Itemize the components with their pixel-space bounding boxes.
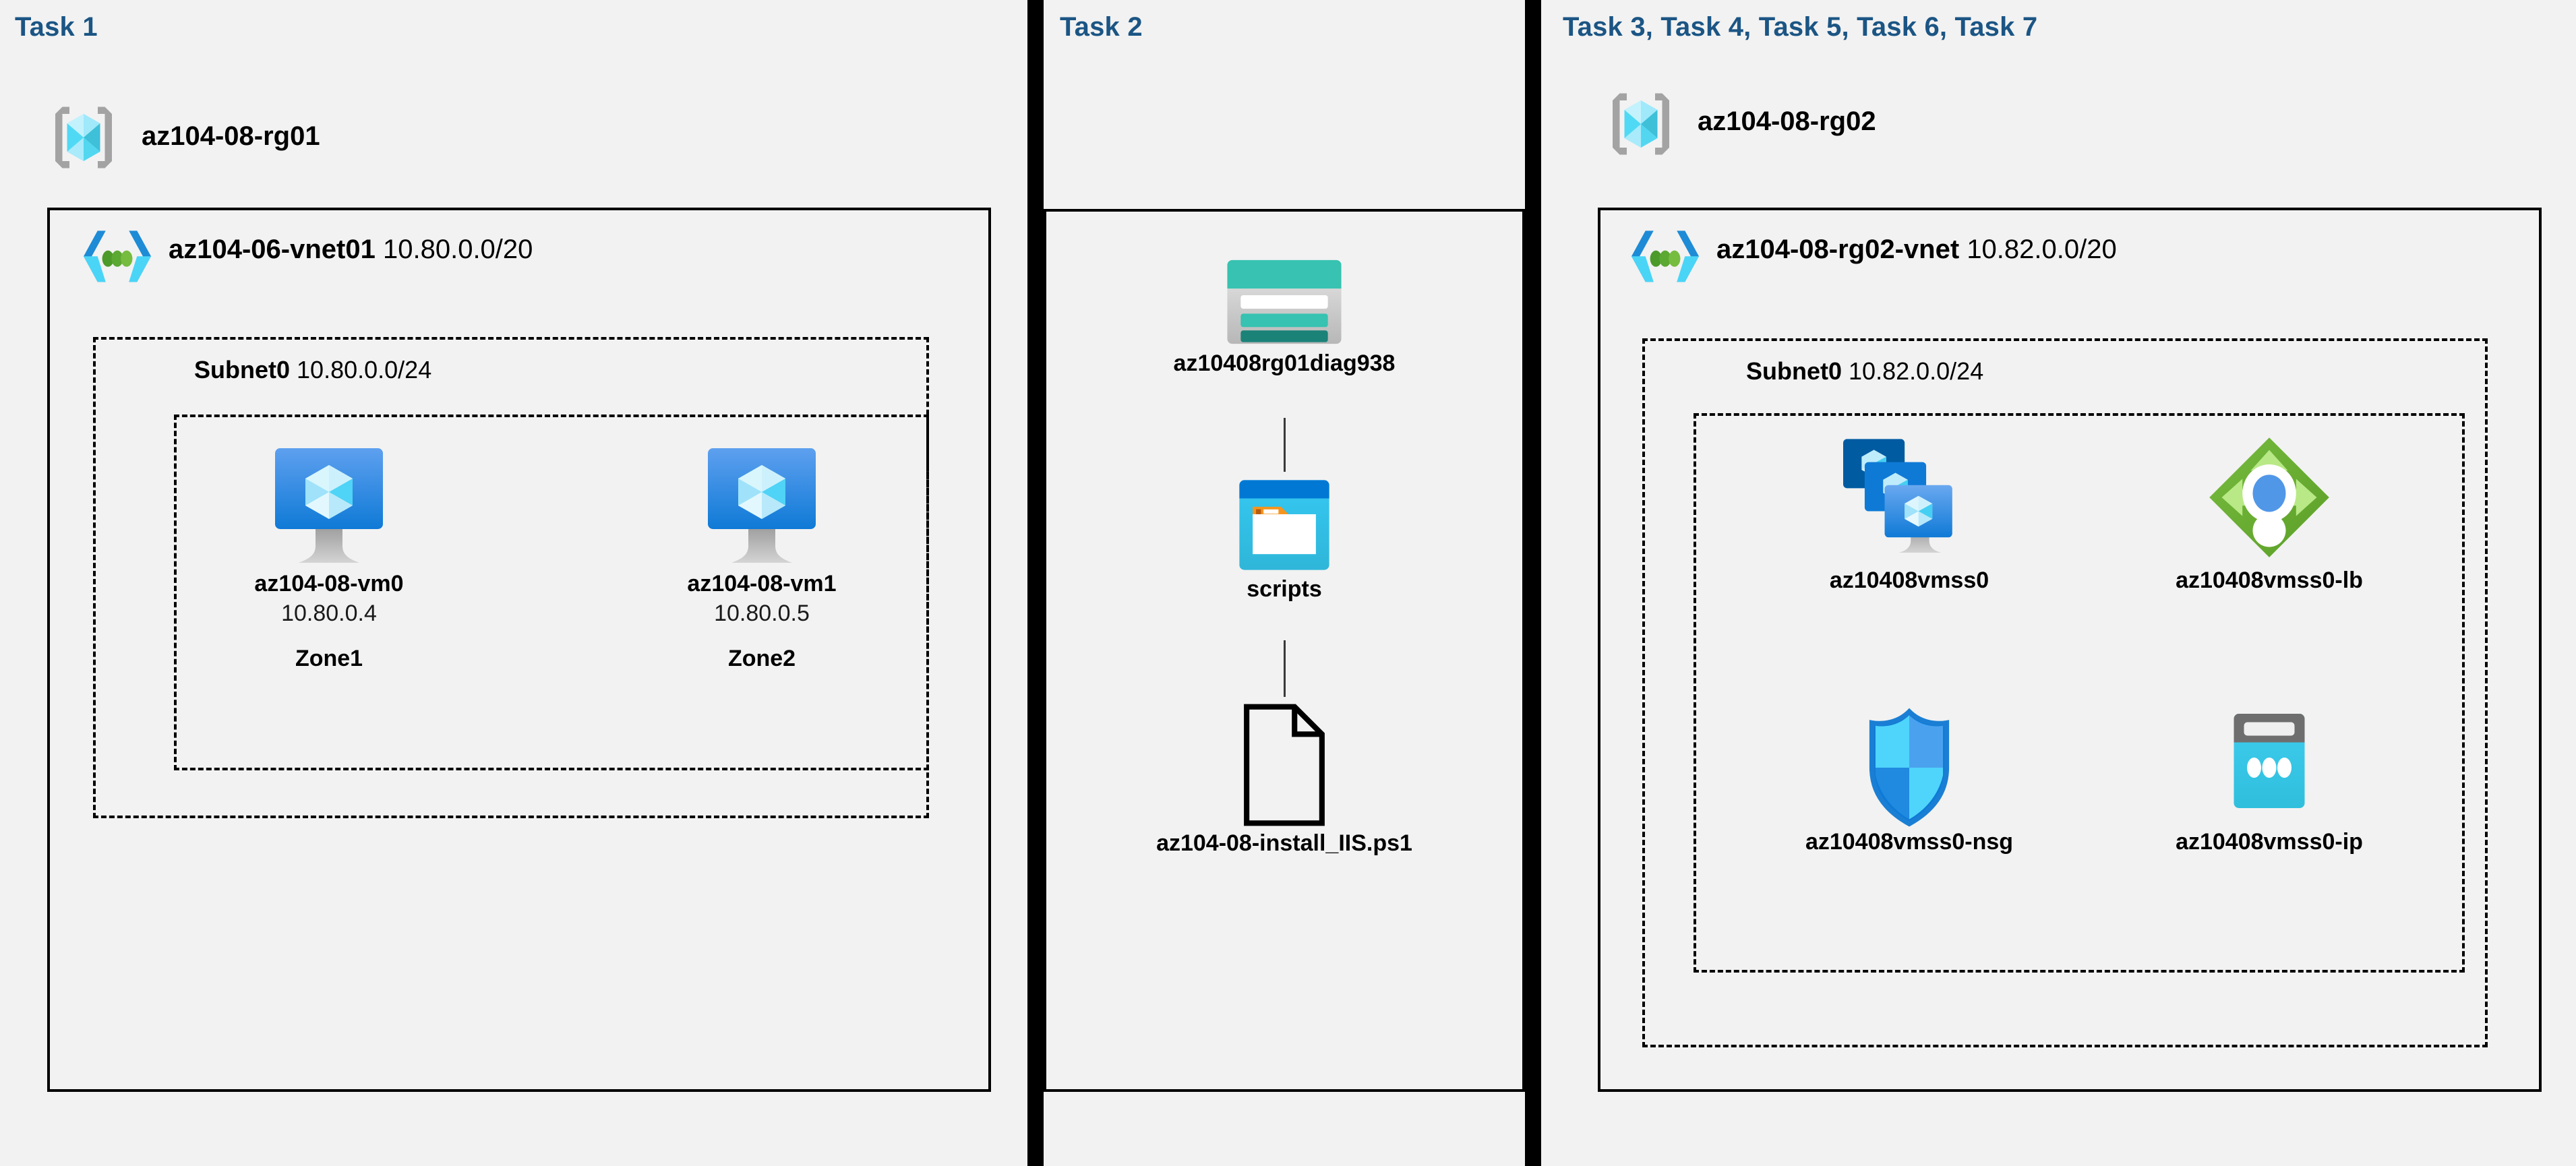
subnet-box-2 — [1642, 338, 2488, 1047]
connector-storage-to-container — [1284, 418, 1286, 472]
resource-group-icon — [46, 100, 121, 175]
column-divider-1 — [1027, 0, 1044, 1166]
public-ip-address-icon — [2101, 708, 2438, 828]
vnet-label-2: az104-08-rg02-vnet 10.82.0.0/20 — [1716, 235, 2117, 265]
virtual-machine-icon — [214, 441, 444, 570]
task-1-title: Task 1 — [15, 12, 98, 42]
vm-scale-set-node[interactable]: az10408vmss0 — [1741, 431, 2078, 595]
vnet-label-1: az104-06-vnet01 10.80.0.0/20 — [169, 235, 533, 265]
vnet-cidr-2: 10.82.0.0/20 — [1967, 235, 2117, 264]
vnet-box-2 — [1598, 208, 2542, 1092]
task-column-2: Task 2 az10408rg01diag938 — [1044, 0, 1525, 1166]
vm-name-1: az104-08-vm1 — [687, 571, 837, 596]
resource-group-label-rg02: az104-08-rg02 — [1698, 106, 1876, 136]
public-ip-address-label: az10408vmss0-ip — [2176, 829, 2363, 855]
storage-account-label: az10408rg01diag938 — [1173, 350, 1396, 376]
connector-container-to-file — [1284, 640, 1286, 697]
task-3-7-title: Task 3, Task 4, Task 5, Task 6, Task 7 — [1563, 12, 2038, 42]
vm-scale-set-label: az10408vmss0 — [1829, 567, 1989, 593]
subnet-name-1: Subnet0 — [194, 356, 291, 383]
vnet-box-1 — [47, 208, 991, 1092]
network-security-group-node[interactable]: az10408vmss0-nsg — [1741, 708, 2078, 857]
blob-container-label: scripts — [1247, 576, 1322, 602]
blob-container-node[interactable]: scripts — [1096, 475, 1473, 604]
subnet-cidr-2: 10.82.0.0/24 — [1849, 357, 1984, 385]
virtual-machine-icon — [647, 441, 876, 570]
resource-group-icon — [1603, 86, 1679, 162]
subnet-label-2: Subnet0 10.82.0.0/24 — [1746, 357, 1983, 386]
task-column-3: Task 3, Task 4, Task 5, Task 6, Task 7 a… — [1541, 0, 2576, 1166]
vnet-name-2: az104-08-rg02-vnet — [1716, 235, 1960, 264]
virtual-network-icon — [1627, 224, 1703, 291]
subnet-label-1: Subnet0 10.80.0.0/24 — [194, 356, 431, 384]
network-security-group-icon — [1741, 708, 2078, 828]
storage-account-icon — [1096, 255, 1473, 349]
subnet-cidr-1: 10.80.0.0/24 — [297, 356, 432, 383]
vm-zone-0: Zone1 — [295, 645, 363, 671]
vnet-name-1: az104-06-vnet01 — [169, 235, 376, 264]
network-security-group-label: az10408vmss0-nsg — [1805, 829, 2014, 855]
task-2-title: Task 2 — [1060, 12, 1143, 42]
vm-ip-0: 10.80.0.4 — [281, 600, 377, 626]
load-balancer-node[interactable]: az10408vmss0-lb — [2101, 431, 2438, 595]
subnet-name-2: Subnet0 — [1746, 357, 1843, 385]
blob-container-icon — [1096, 475, 1473, 575]
vm-scale-set-icon — [1741, 431, 2078, 566]
script-file-icon — [1096, 701, 1473, 829]
virtual-network-icon — [80, 224, 155, 291]
vm-node-0[interactable]: az104-08-vm0 10.80.0.4 Zone1 — [214, 441, 444, 672]
vm-name-0: az104-08-vm0 — [254, 571, 404, 596]
subnet-resources-box — [1694, 413, 2465, 973]
availability-zone-box-1 — [174, 415, 929, 770]
script-file-node[interactable]: az104-08-install_IIS.ps1 — [1096, 701, 1473, 858]
column-divider-2 — [1525, 0, 1541, 1166]
storage-account-node[interactable]: az10408rg01diag938 — [1096, 255, 1473, 378]
script-file-label: az104-08-install_IIS.ps1 — [1156, 830, 1412, 856]
load-balancer-label: az10408vmss0-lb — [2176, 567, 2363, 593]
vm-ip-1: 10.80.0.5 — [714, 600, 810, 626]
task-column-1: Task 1 az104-08-rg01 — [0, 0, 1027, 1166]
task-2-box — [1044, 209, 1525, 1092]
resource-group-label-rg01: az104-08-rg01 — [142, 121, 320, 151]
public-ip-address-node[interactable]: az10408vmss0-ip — [2101, 708, 2438, 857]
load-balancer-icon — [2101, 431, 2438, 566]
vnet-cidr-1: 10.80.0.0/20 — [382, 235, 533, 264]
vm-node-1[interactable]: az104-08-vm1 10.80.0.5 Zone2 — [647, 441, 876, 672]
vm-zone-1: Zone2 — [727, 645, 796, 671]
